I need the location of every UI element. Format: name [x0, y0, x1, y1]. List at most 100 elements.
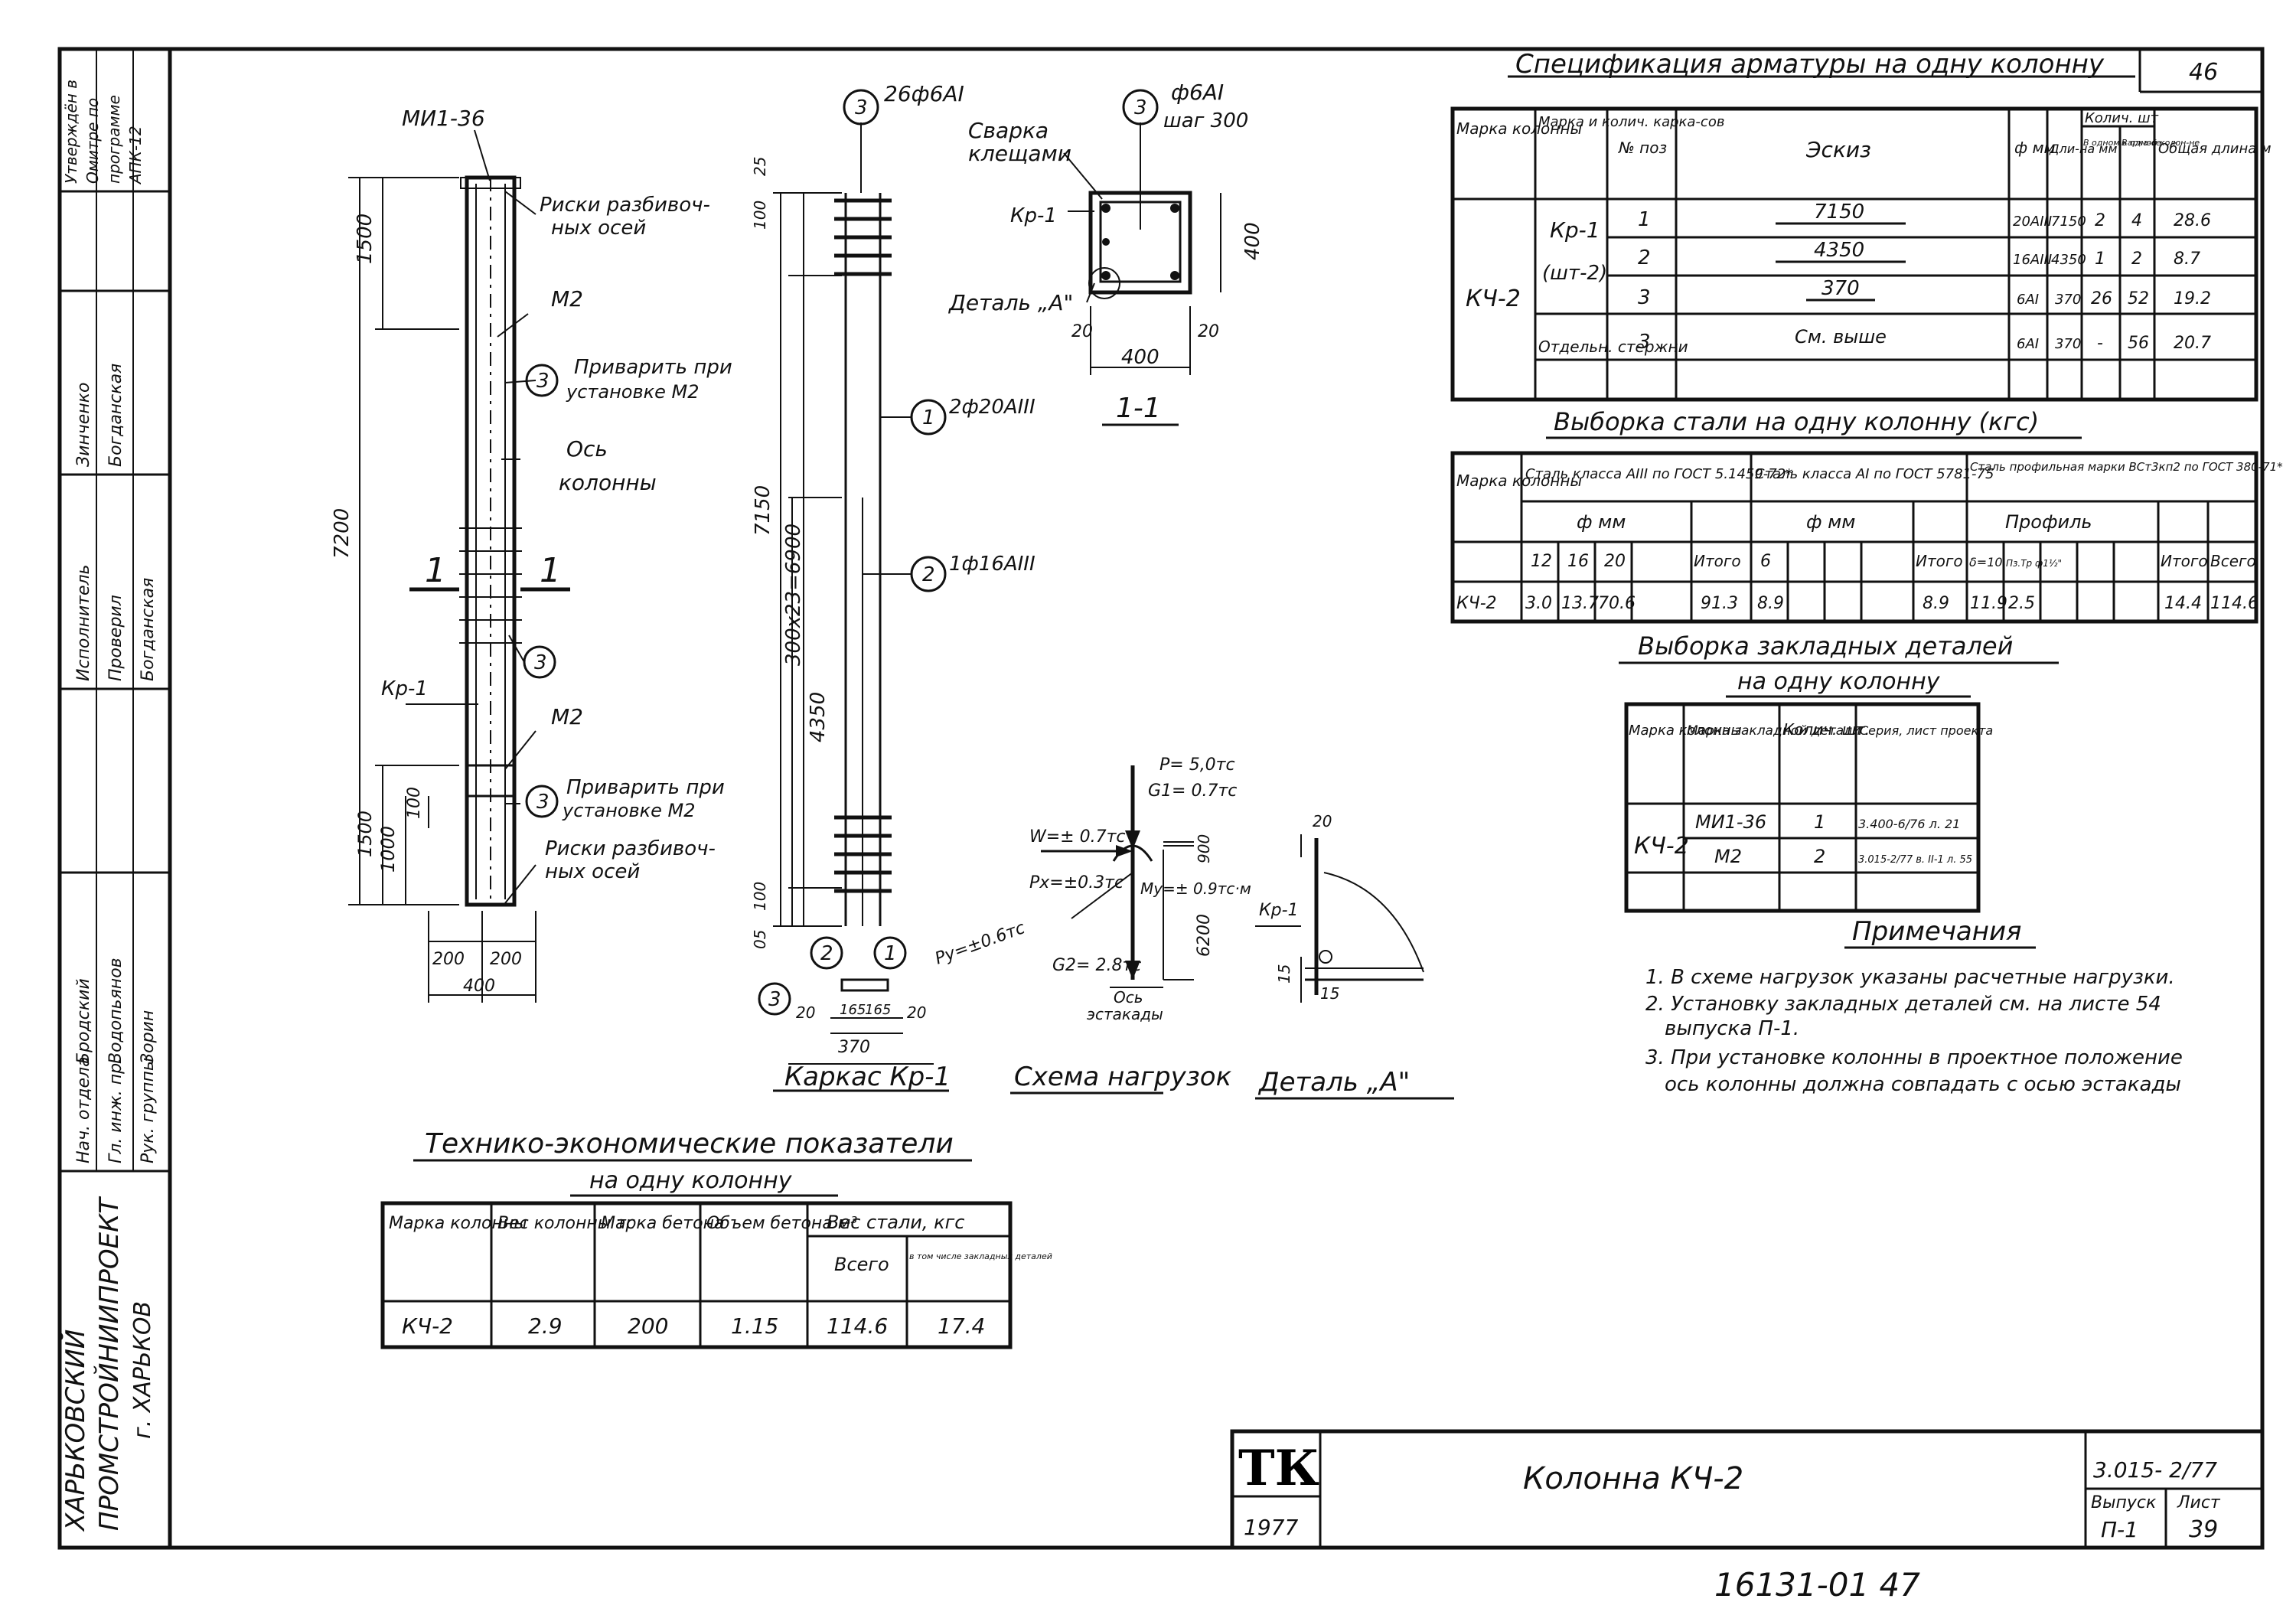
- sec-callout-label2: шаг 300: [1163, 109, 1248, 132]
- spec-r2-pos: 2: [1638, 246, 1651, 269]
- note-1: 1. В схеме нагрузок указаны расчетные на…: [1645, 966, 2175, 989]
- cv-label-m2-top: М2: [551, 286, 583, 312]
- cv-label-weld1: Приварить при: [574, 356, 732, 379]
- emb-r1-qty: 1: [1814, 811, 1825, 833]
- steel-d-16: 16: [1567, 552, 1589, 571]
- load-g2: G2= 2.8тс: [1052, 956, 1141, 975]
- staff-name-1: Бродский: [74, 978, 93, 1064]
- cv-label-riski1b: ных осей: [551, 217, 646, 240]
- title-block: ТК 1977 Колонна КЧ-2 3.015- 2/77 Выпуск …: [1230, 1429, 2265, 1550]
- org-line-1: ХАРЬКОВСКИЙ: [60, 1330, 91, 1532]
- bottom-note: 16131-01 47: [1714, 1566, 1920, 1604]
- spec-r1-pos: 1: [1638, 208, 1651, 231]
- steel-h-a1: Сталь класса АI по ГОСТ 5781-75: [1755, 466, 1994, 482]
- tk-logo: ТК: [1238, 1440, 1319, 1497]
- staff-header2-2: Богданская: [106, 364, 126, 467]
- cage-top-label: 26ф6АI: [884, 81, 964, 106]
- load-g1: G1= 0.7тс: [1148, 781, 1237, 801]
- sheet-border: [57, 47, 2265, 1550]
- steel-r-a1-6: 8.9: [1757, 594, 1784, 613]
- spec-r3-sketch: 370: [1821, 277, 1860, 300]
- cv-label-riski2b: ных осей: [545, 860, 640, 883]
- tb-title: Колонна КЧ-2: [1523, 1461, 1743, 1496]
- tep-r-weight: 2.9: [528, 1313, 563, 1339]
- steel-r-a3-total: 91.3: [1701, 594, 1738, 613]
- cv-dim-1000: 1000: [377, 826, 399, 873]
- cage-dim-25: 25: [751, 157, 769, 176]
- steel-d-12: 12: [1531, 552, 1552, 571]
- spec-r1-total: 28.6: [2174, 211, 2211, 230]
- cv-label-kr1: Кр-1: [381, 677, 428, 700]
- steel-r-a1-total: 8.9: [1923, 594, 1949, 613]
- cv-callout-3: 3: [536, 791, 550, 814]
- section-1-1: 3 ф6АI шаг 300 Сварка клещами Кр-1 Детал…: [947, 80, 1264, 426]
- spec-r2-total: 8.7: [2174, 250, 2200, 269]
- emb-h-qty: Колич. шт.: [1783, 720, 1870, 739]
- spec-r2-len: 4350: [2051, 252, 2086, 268]
- emb-r1-ref: 3.400-6/76 л. 21: [1858, 817, 1960, 831]
- steel-r-prof-2: 2.5: [2008, 594, 2035, 613]
- sec-callout: 3: [1134, 96, 1147, 119]
- cv-dim-1500-bottom: 1500: [354, 811, 376, 857]
- tb-sheet-no: 39: [2189, 1516, 2218, 1543]
- spec-r1-len: 7150: [2051, 214, 2086, 230]
- cage-dim-165a: 165: [840, 1002, 866, 1018]
- staff-name-2: Водопьянов: [106, 958, 126, 1064]
- tep-r-volume: 1.15: [731, 1313, 778, 1339]
- spec-r1-incol: 4: [2131, 211, 2142, 230]
- sec-dim-400v: 400: [1241, 222, 1264, 260]
- cage-dim-20b: 20: [907, 1003, 926, 1022]
- note-3: 3. При установке колонны в проектное пол…: [1645, 1046, 2183, 1069]
- tb-year: 1977: [1244, 1515, 1298, 1540]
- steel-r-prof-1: 11.9: [1970, 594, 2007, 613]
- spec-r3-d: 6АI: [2017, 292, 2039, 308]
- load-axis-1: Ось: [1114, 988, 1143, 1007]
- load-caption: Схема нагрузок: [1014, 1062, 1232, 1092]
- spec-r4-len: 370: [2055, 336, 2081, 352]
- cv-label-weld1b: установке М2: [566, 381, 699, 403]
- cv-callout-1: 3: [536, 370, 550, 393]
- spec-r3-len: 370: [2055, 292, 2081, 308]
- spec-cage-mark: Кр-1: [1550, 217, 1600, 243]
- spec-h-d: ф мм: [2014, 139, 2056, 157]
- steel-h-profile: Профиль: [2005, 511, 2092, 533]
- tep-table: Технико-экономические показатели на одну…: [380, 1128, 1052, 1349]
- detail-dim-15a: 15: [1275, 964, 1293, 984]
- load-my: My=± 0.9тс·м: [1140, 879, 1251, 898]
- cage-dim-05: 05: [751, 930, 769, 949]
- spec-r2-sketch: 4350: [1814, 239, 1864, 262]
- detail-caption: Деталь „А": [1257, 1067, 1410, 1098]
- tep-h-vsego: Всего: [834, 1254, 889, 1275]
- spec-h-mark: Марка колонны: [1456, 119, 1582, 138]
- emb-r1-part: МИ1-36: [1695, 811, 1766, 833]
- cv-label-weld2: Приварить при: [566, 776, 725, 799]
- note-2b: выпуска П-1.: [1665, 1017, 1799, 1040]
- steel-d-delta: δ=10: [1969, 555, 2003, 569]
- load-py: Py=±0.6тс: [933, 918, 1028, 969]
- staff-header2-1: Зинченко: [74, 383, 93, 467]
- steel-d-6: 6: [1760, 552, 1771, 571]
- tb-sheet-label: Лист: [2177, 1493, 2221, 1512]
- tep-r-embedded: 17.4: [938, 1313, 985, 1339]
- steel-d-20: 20: [1604, 552, 1626, 571]
- spec-h-qty: Колич. шт: [2085, 110, 2159, 126]
- sec-dim-20b: 20: [1198, 322, 1219, 341]
- cage-dim-7150: 7150: [752, 485, 775, 536]
- steel-h-prof: Сталь профильная марки ВСт3кп2 по ГОСТ 3…: [1970, 460, 2283, 474]
- steel-h-vsego: Всего: [2210, 552, 2256, 570]
- cage-callout-1: 1: [922, 406, 935, 429]
- tb-code: 3.015- 2/77: [2093, 1457, 2217, 1483]
- cv-label-mi136: МИ1-36: [402, 106, 485, 131]
- stamp-note-4: АПК-12: [126, 126, 145, 185]
- tep-r-concrete: 200: [628, 1313, 668, 1339]
- spec-h-cage: Марка и колич. карка-сов: [1538, 114, 1724, 130]
- sec-dim-20a: 20: [1071, 322, 1093, 341]
- tep-h-weight: Вес колонны тс: [497, 1214, 635, 1233]
- cv-dim-100: 100: [405, 787, 424, 819]
- emb-subtitle: на одну колонну: [1737, 668, 1941, 695]
- tep-r-mark: КЧ-2: [402, 1313, 453, 1339]
- tep-title: Технико-экономические показатели: [425, 1128, 954, 1160]
- load-w: W=± 0.7тс: [1029, 827, 1126, 847]
- cv-label-axis2: колонны: [559, 470, 657, 495]
- steel-r-a3-12: 3.0: [1525, 594, 1552, 613]
